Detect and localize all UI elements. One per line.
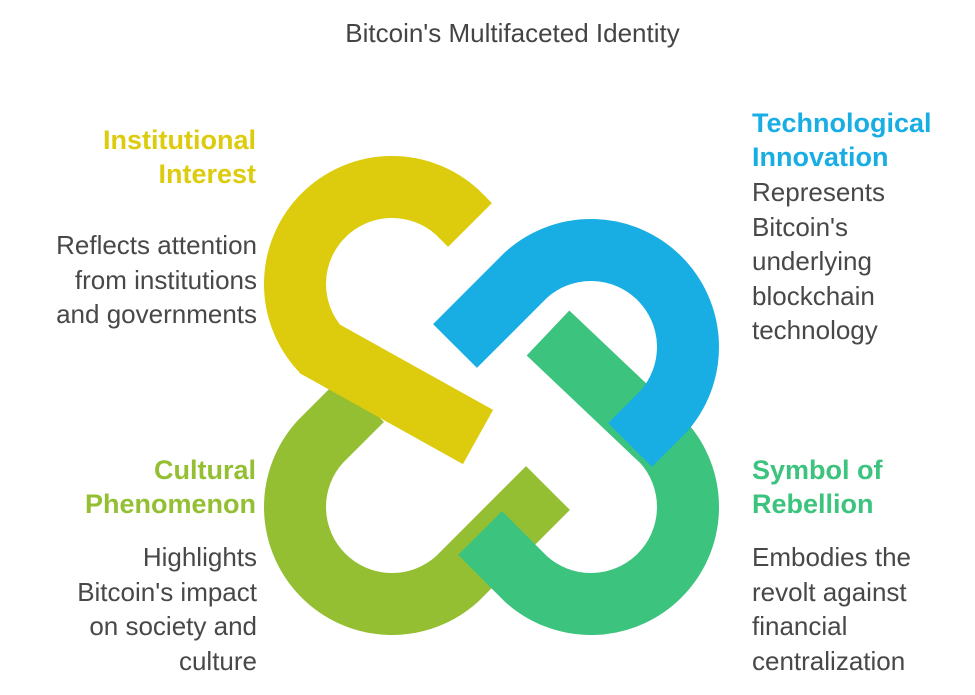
heading-line: Symbol of <box>752 455 883 485</box>
institutional-interest-heading: Institutional Interest <box>40 123 256 191</box>
diagram-title: Bitcoin's Multifaceted Identity <box>345 18 680 48</box>
symbol-of-rebellion-loop <box>458 310 719 635</box>
cultural-phenomenon-heading: Cultural Phenomenon <box>40 453 256 521</box>
cultural-phenomenon-description: Highlights Bitcoin's impact on society a… <box>20 540 257 678</box>
institutional-interest-description: Reflects attention from institutions and… <box>20 228 257 332</box>
institutional-interest-loop <box>264 156 494 465</box>
description-line: Highlights <box>142 542 257 572</box>
description-line: blockchain <box>752 280 875 311</box>
description-line: on society and <box>89 611 257 641</box>
description-line: Bitcoin's impact <box>77 576 257 607</box>
description-line: Represents <box>752 177 885 207</box>
description-line: underlying <box>752 246 872 276</box>
heading-line: Interest <box>158 159 256 189</box>
description-line: and governments <box>56 299 257 329</box>
description-line: Reflects attention <box>56 230 257 260</box>
heading-line: Phenomenon <box>84 489 256 519</box>
description-line: technology <box>752 315 878 345</box>
symbol-of-rebellion-heading: Symbol of Rebellion <box>752 453 967 521</box>
cultural-phenomenon-loop <box>264 378 570 635</box>
heading-line: Innovation <box>752 142 889 172</box>
description-line: culture <box>178 645 257 676</box>
description-line: Embodies the <box>752 542 911 572</box>
heading-line: Institutional <box>103 125 256 155</box>
description-line: financial <box>752 611 848 641</box>
technological-innovation-loop <box>433 219 719 467</box>
description-line: centralization <box>752 645 906 676</box>
heading-line: Rebellion <box>752 489 874 519</box>
description-line: revolt against <box>752 576 907 607</box>
heading-line: Technological <box>752 108 932 138</box>
heading-line: Cultural <box>153 455 256 485</box>
description-line: Bitcoin's <box>752 211 849 242</box>
symbol-of-rebellion-description: Embodies the revolt against financial ce… <box>752 540 967 678</box>
technological-innovation-description: Represents Bitcoin's underlying blockcha… <box>752 175 967 348</box>
technological-innovation-heading: Technological Innovation <box>752 106 967 174</box>
description-line: from institutions <box>74 264 257 295</box>
